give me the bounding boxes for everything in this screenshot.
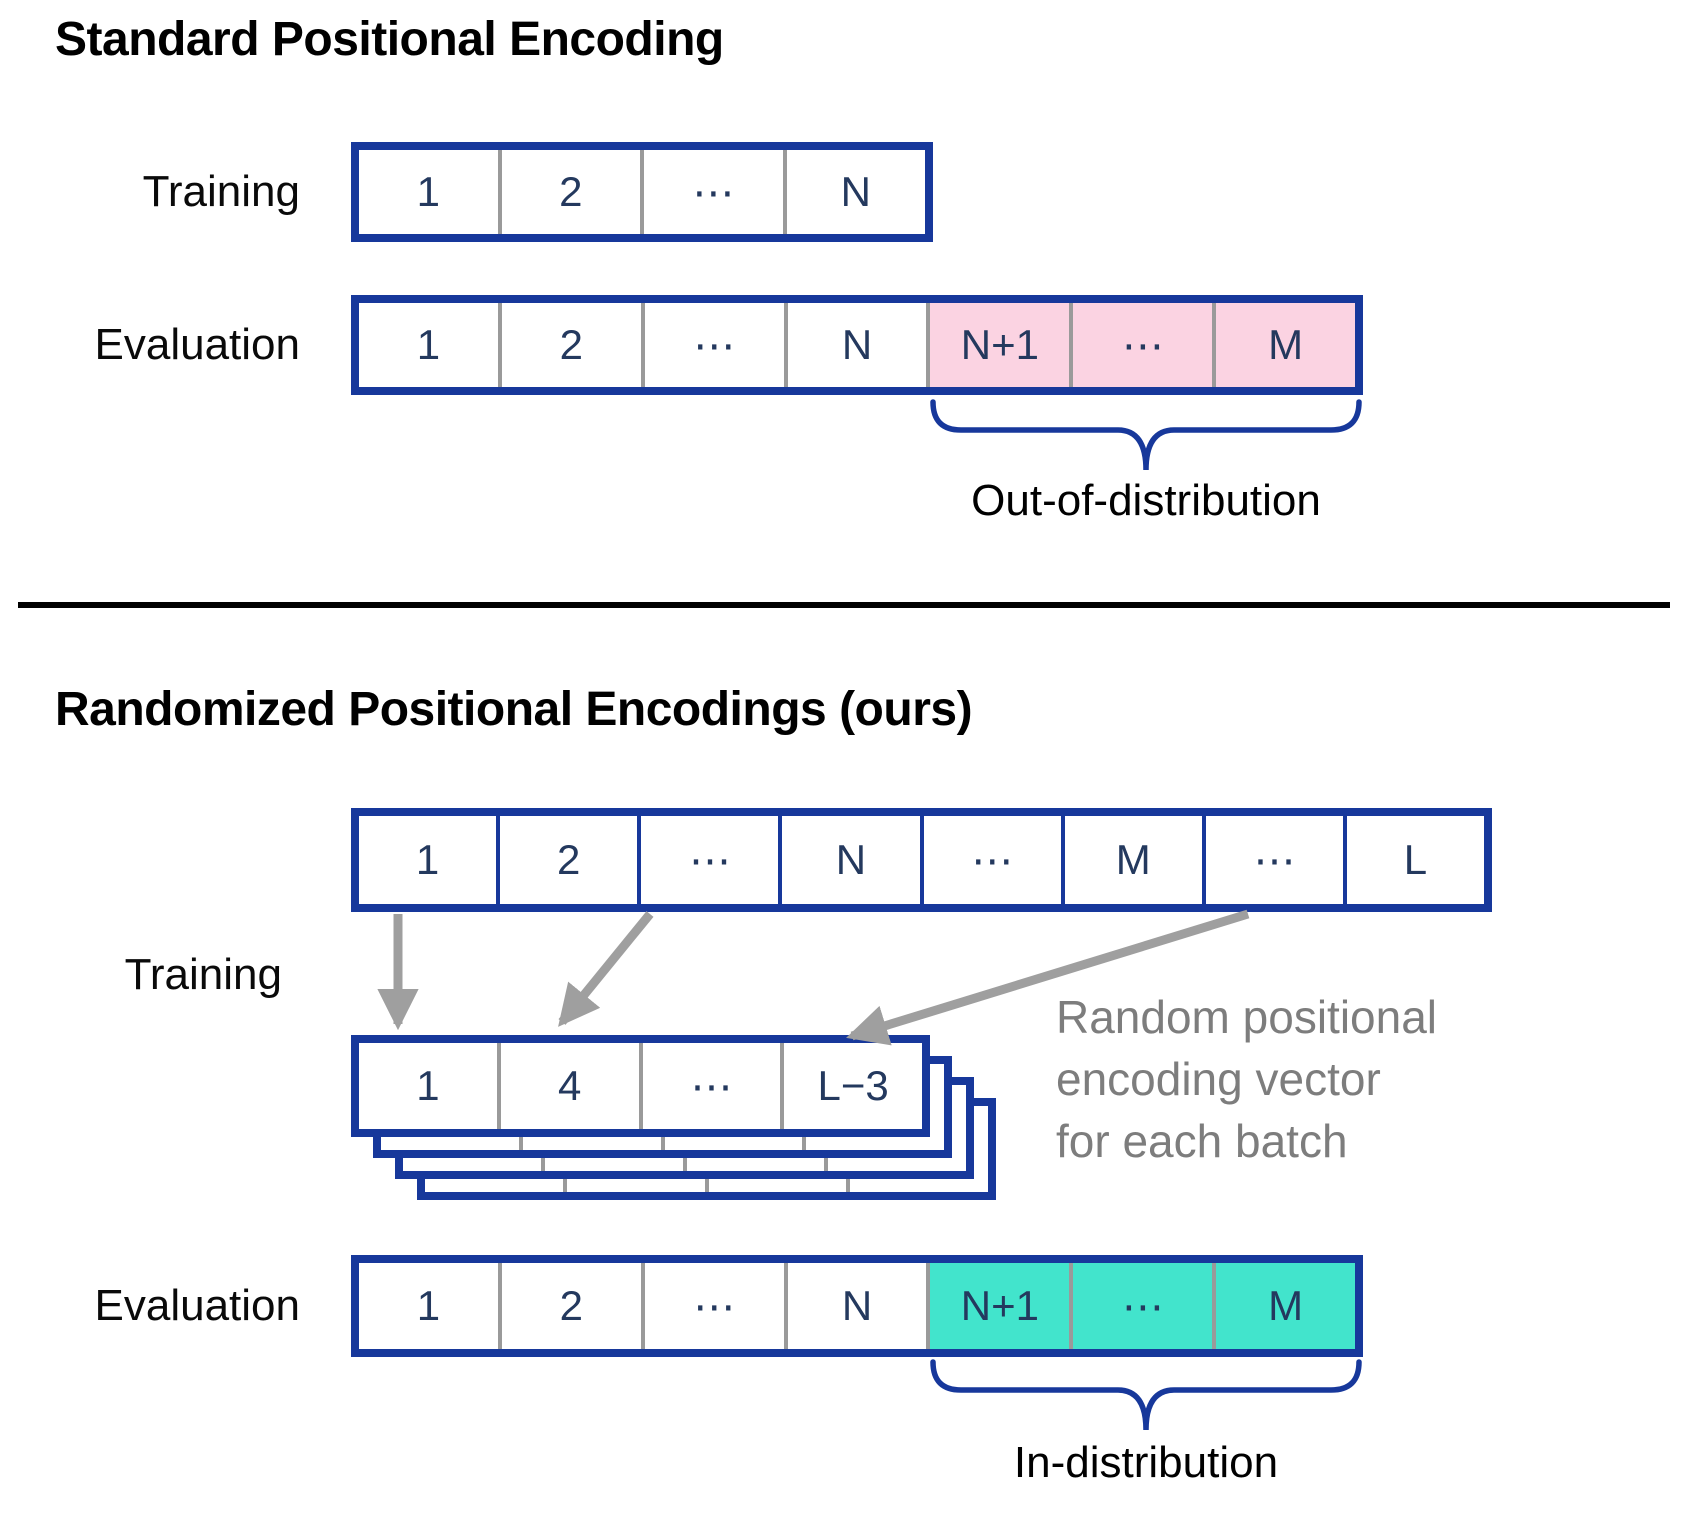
cell: L−3: [780, 1043, 922, 1129]
cell: 2: [497, 150, 640, 234]
section2-training-label: Training: [124, 950, 282, 999]
cell: 4: [496, 1043, 639, 1129]
cell: ⋯: [1069, 303, 1213, 387]
section1-title: Standard Positional Encoding: [55, 13, 724, 66]
section2-evaluation-label: Evaluation: [94, 1281, 300, 1330]
id-label: In-distribution: [1013, 1438, 1279, 1487]
cell: N: [778, 816, 920, 904]
cell: N+1: [926, 1263, 1070, 1349]
ood-label: Out-of-distribution: [971, 476, 1321, 525]
cell: ⋯: [1069, 1263, 1213, 1349]
cell: L: [1342, 816, 1484, 904]
annotation-line: for each batch: [1056, 1115, 1348, 1168]
cell: ⋯: [637, 816, 779, 904]
cell: M: [1212, 303, 1356, 387]
cell: 2: [497, 303, 641, 387]
cell: 1: [359, 816, 497, 904]
cell: ⋯: [919, 816, 1061, 904]
annotation-line: Random positional: [1056, 991, 1438, 1043]
section-divider: [18, 602, 1670, 608]
cell: ⋯: [640, 1263, 784, 1349]
id-underbrace-icon: [930, 1359, 1362, 1431]
cell: 2: [497, 1263, 641, 1349]
annotation-line: encoding vector: [1056, 1053, 1381, 1106]
mapping-arrow-icon-2: [558, 911, 654, 1027]
cell: ⋯: [638, 1043, 781, 1129]
section2-title: Randomized Positional Encodings (ours): [55, 683, 973, 736]
cell: N+1: [926, 303, 1070, 387]
cell: 1: [359, 1263, 498, 1349]
section1-evaluation-label: Evaluation: [94, 320, 300, 369]
cell: M: [1060, 816, 1202, 904]
cell: 1: [359, 150, 498, 234]
cell: ⋯: [640, 150, 783, 234]
cell: 1: [359, 303, 498, 387]
cell: 1: [359, 1043, 497, 1129]
cell: M: [1212, 1263, 1356, 1349]
random-encoding-annotation: Random positional encoding vector for each…: [1056, 986, 1437, 1172]
ood-underbrace-icon: [930, 399, 1362, 471]
cell: ⋯: [1201, 816, 1343, 904]
cell: ⋯: [640, 303, 784, 387]
cell: N: [783, 1263, 927, 1349]
cell: N: [782, 150, 925, 234]
cell: 2: [496, 816, 638, 904]
section1-training-label: Training: [142, 167, 300, 216]
cell: N: [783, 303, 927, 387]
